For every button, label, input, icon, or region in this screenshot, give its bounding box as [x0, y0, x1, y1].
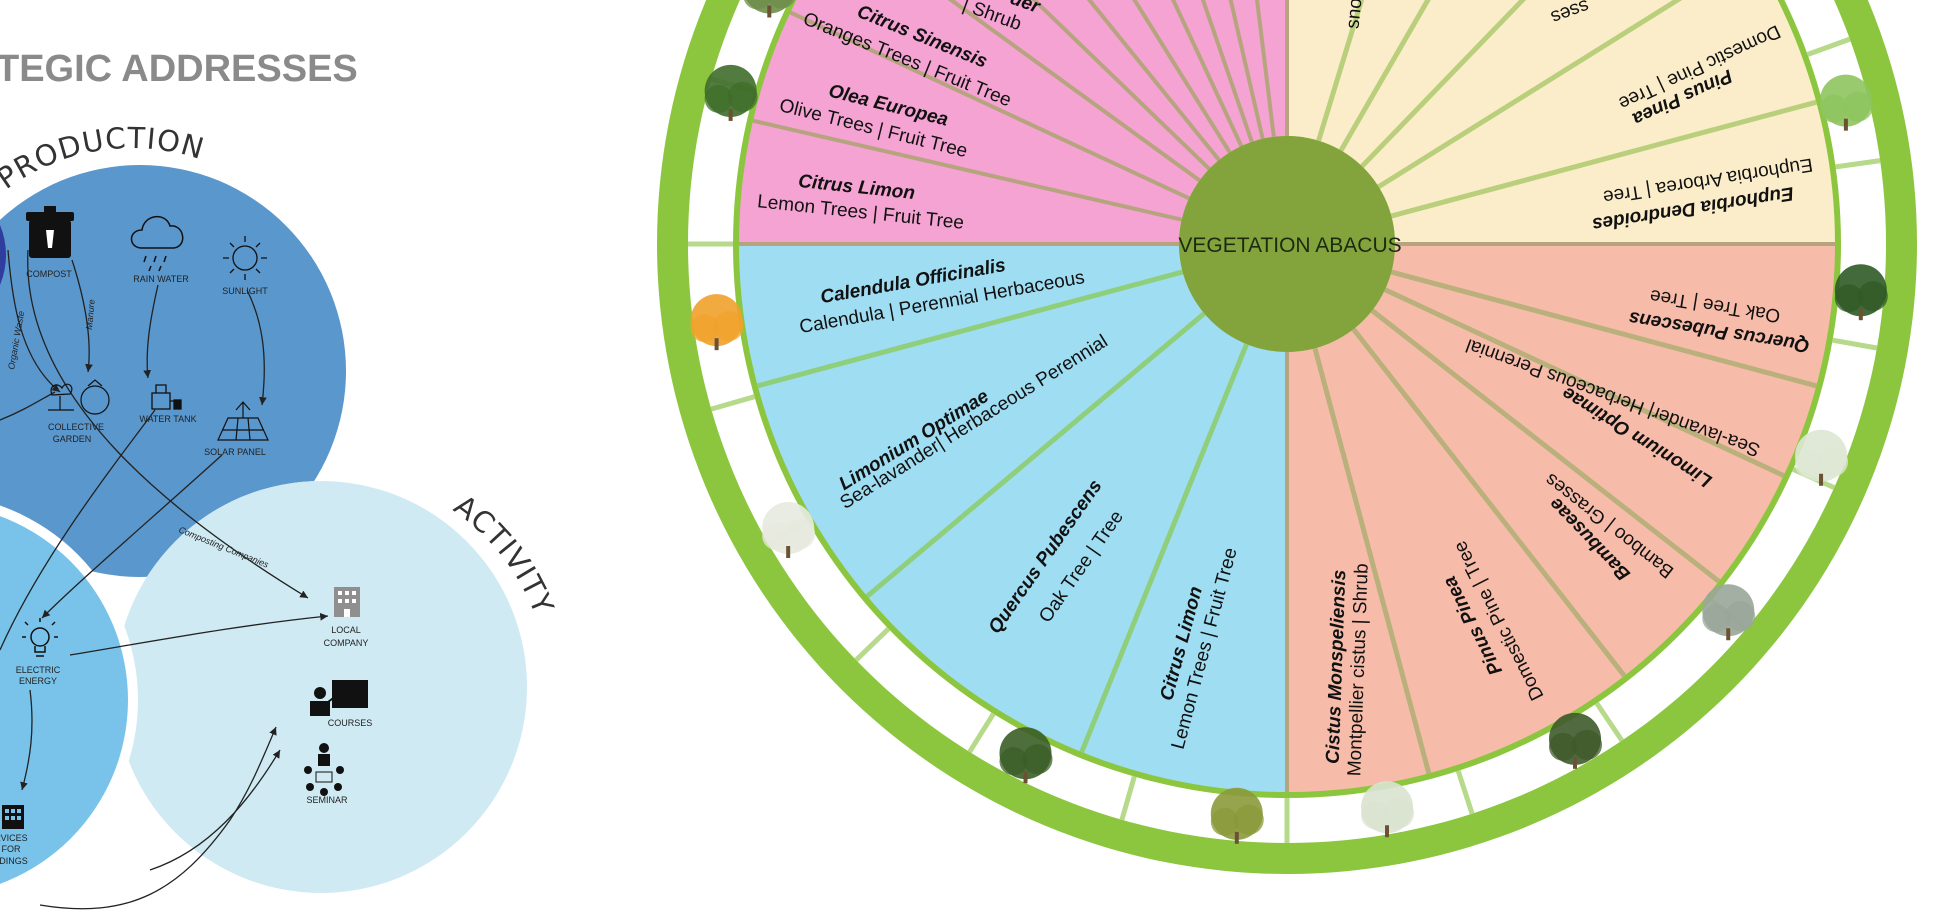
sector-divider — [789, 10, 1190, 201]
rain-cloud-icon — [130, 216, 184, 272]
services-label-3: LDINGS — [0, 856, 28, 866]
energy-cluster — [0, 516, 128, 884]
sector-divider — [1171, 0, 1244, 147]
seminar-flow — [149, 749, 281, 871]
hub-cluster — [0, 225, 6, 285]
plant-image — [1549, 712, 1602, 769]
local-company-label-1: LOCAL — [331, 625, 361, 635]
band-divider — [1119, 775, 1137, 821]
sector-divider — [1228, 0, 1265, 140]
plant-image — [744, 0, 795, 18]
band-divider — [854, 627, 891, 662]
band-divider — [1806, 36, 1851, 57]
rainwater-flow — [143, 284, 159, 379]
sector-divider — [1316, 0, 1365, 142]
compost-label: COMPOST — [26, 269, 72, 279]
services-icon — [2, 805, 24, 829]
production-cluster — [0, 165, 346, 577]
plant-image — [690, 294, 744, 351]
collective-garden-icon — [48, 379, 110, 415]
courses-flow — [39, 726, 277, 910]
sunlight-flow — [246, 289, 267, 406]
collective-garden-label-1: COLLECTIVE — [48, 422, 104, 432]
plant-image — [1834, 264, 1888, 321]
courses-icon — [310, 680, 368, 716]
sector-divider — [1351, 327, 1627, 678]
sector-divider — [1390, 269, 1817, 389]
electric-energy-label-1: ELECTRIC — [16, 665, 61, 675]
band-divider — [1835, 158, 1881, 170]
solar-flow — [41, 454, 223, 619]
cream-partial-2: sno — [1342, 0, 1366, 30]
sector-divider — [757, 269, 1184, 389]
band-divider — [967, 712, 996, 754]
water-tank-icon — [151, 384, 182, 410]
plant-image — [762, 502, 816, 558]
activity-cluster — [115, 481, 527, 893]
services-label-2: FOR — [2, 844, 21, 854]
sector-divider — [1255, 0, 1276, 138]
sector-divider — [1377, 0, 1683, 189]
sector-blue — [739, 244, 1287, 792]
local-company-label-2: COMPANY — [324, 638, 369, 648]
local-company-icon — [334, 587, 360, 617]
sunlight-label: SUNLIGHT — [222, 286, 268, 296]
sector-divider — [865, 311, 1206, 599]
abacus-sectors — [739, 0, 1835, 792]
water-tank-label: WATER TANK — [139, 414, 196, 424]
sector-divider — [1370, 308, 1721, 584]
composting-flow — [27, 249, 309, 599]
solar-panel-icon — [217, 401, 269, 441]
rain-water-label: RAIN WATER — [133, 274, 189, 284]
manure-label: Manure — [84, 299, 97, 330]
electric-energy-label-2: ENERGY — [19, 676, 57, 686]
collective-garden-label-2: GARDEN — [53, 434, 92, 444]
sector-pink — [739, 0, 1287, 244]
plant-image — [1795, 429, 1849, 486]
band-divider — [1832, 337, 1878, 351]
band-divider — [710, 394, 756, 412]
page-title: TEGIC ADDRESSES — [0, 48, 358, 90]
courses-label: COURSES — [328, 718, 373, 728]
compost-icon — [26, 206, 74, 258]
organic-waste-flow — [7, 249, 61, 393]
sector-divider — [1031, 0, 1211, 171]
sector-divider — [1360, 0, 1527, 169]
sector-divider — [1086, 0, 1221, 162]
band-divider — [1594, 701, 1625, 742]
plant-image — [999, 727, 1053, 784]
seminar-icon — [304, 743, 344, 796]
sector-divider — [1079, 343, 1249, 754]
sector-divider — [1390, 99, 1817, 219]
solar-panel-label: SOLAR PANEL — [204, 447, 266, 457]
energy-services-flow — [20, 689, 33, 791]
sector-divider — [1383, 287, 1785, 478]
sector-divider — [1132, 0, 1232, 154]
sector-divider — [1200, 0, 1254, 143]
band-divider — [1455, 770, 1475, 815]
plant-image — [704, 64, 758, 121]
abacus-plant-images — [690, 0, 1888, 844]
plant-image — [1210, 787, 1264, 844]
plant-image — [1702, 584, 1756, 641]
energy-company-flow — [69, 612, 329, 656]
sector-divider — [947, 0, 1201, 183]
plant-image — [1819, 74, 1873, 131]
abacus-center-disc — [1179, 136, 1395, 352]
sunlight-icon — [223, 236, 267, 280]
tank-flow — [0, 409, 156, 651]
manure-flow — [71, 259, 93, 373]
sector-divider — [1312, 347, 1432, 774]
lightbulb-icon — [22, 618, 58, 657]
sector-divider — [752, 118, 1183, 222]
sector-salmon — [1287, 244, 1835, 792]
sector-divider — [1338, 0, 1431, 152]
sector-cream — [1287, 0, 1835, 244]
abacus-center-label: VEGETATION ABACUS — [1178, 234, 1401, 257]
seminar-label: SEMINAR — [306, 795, 348, 805]
plant-image — [1361, 781, 1415, 838]
